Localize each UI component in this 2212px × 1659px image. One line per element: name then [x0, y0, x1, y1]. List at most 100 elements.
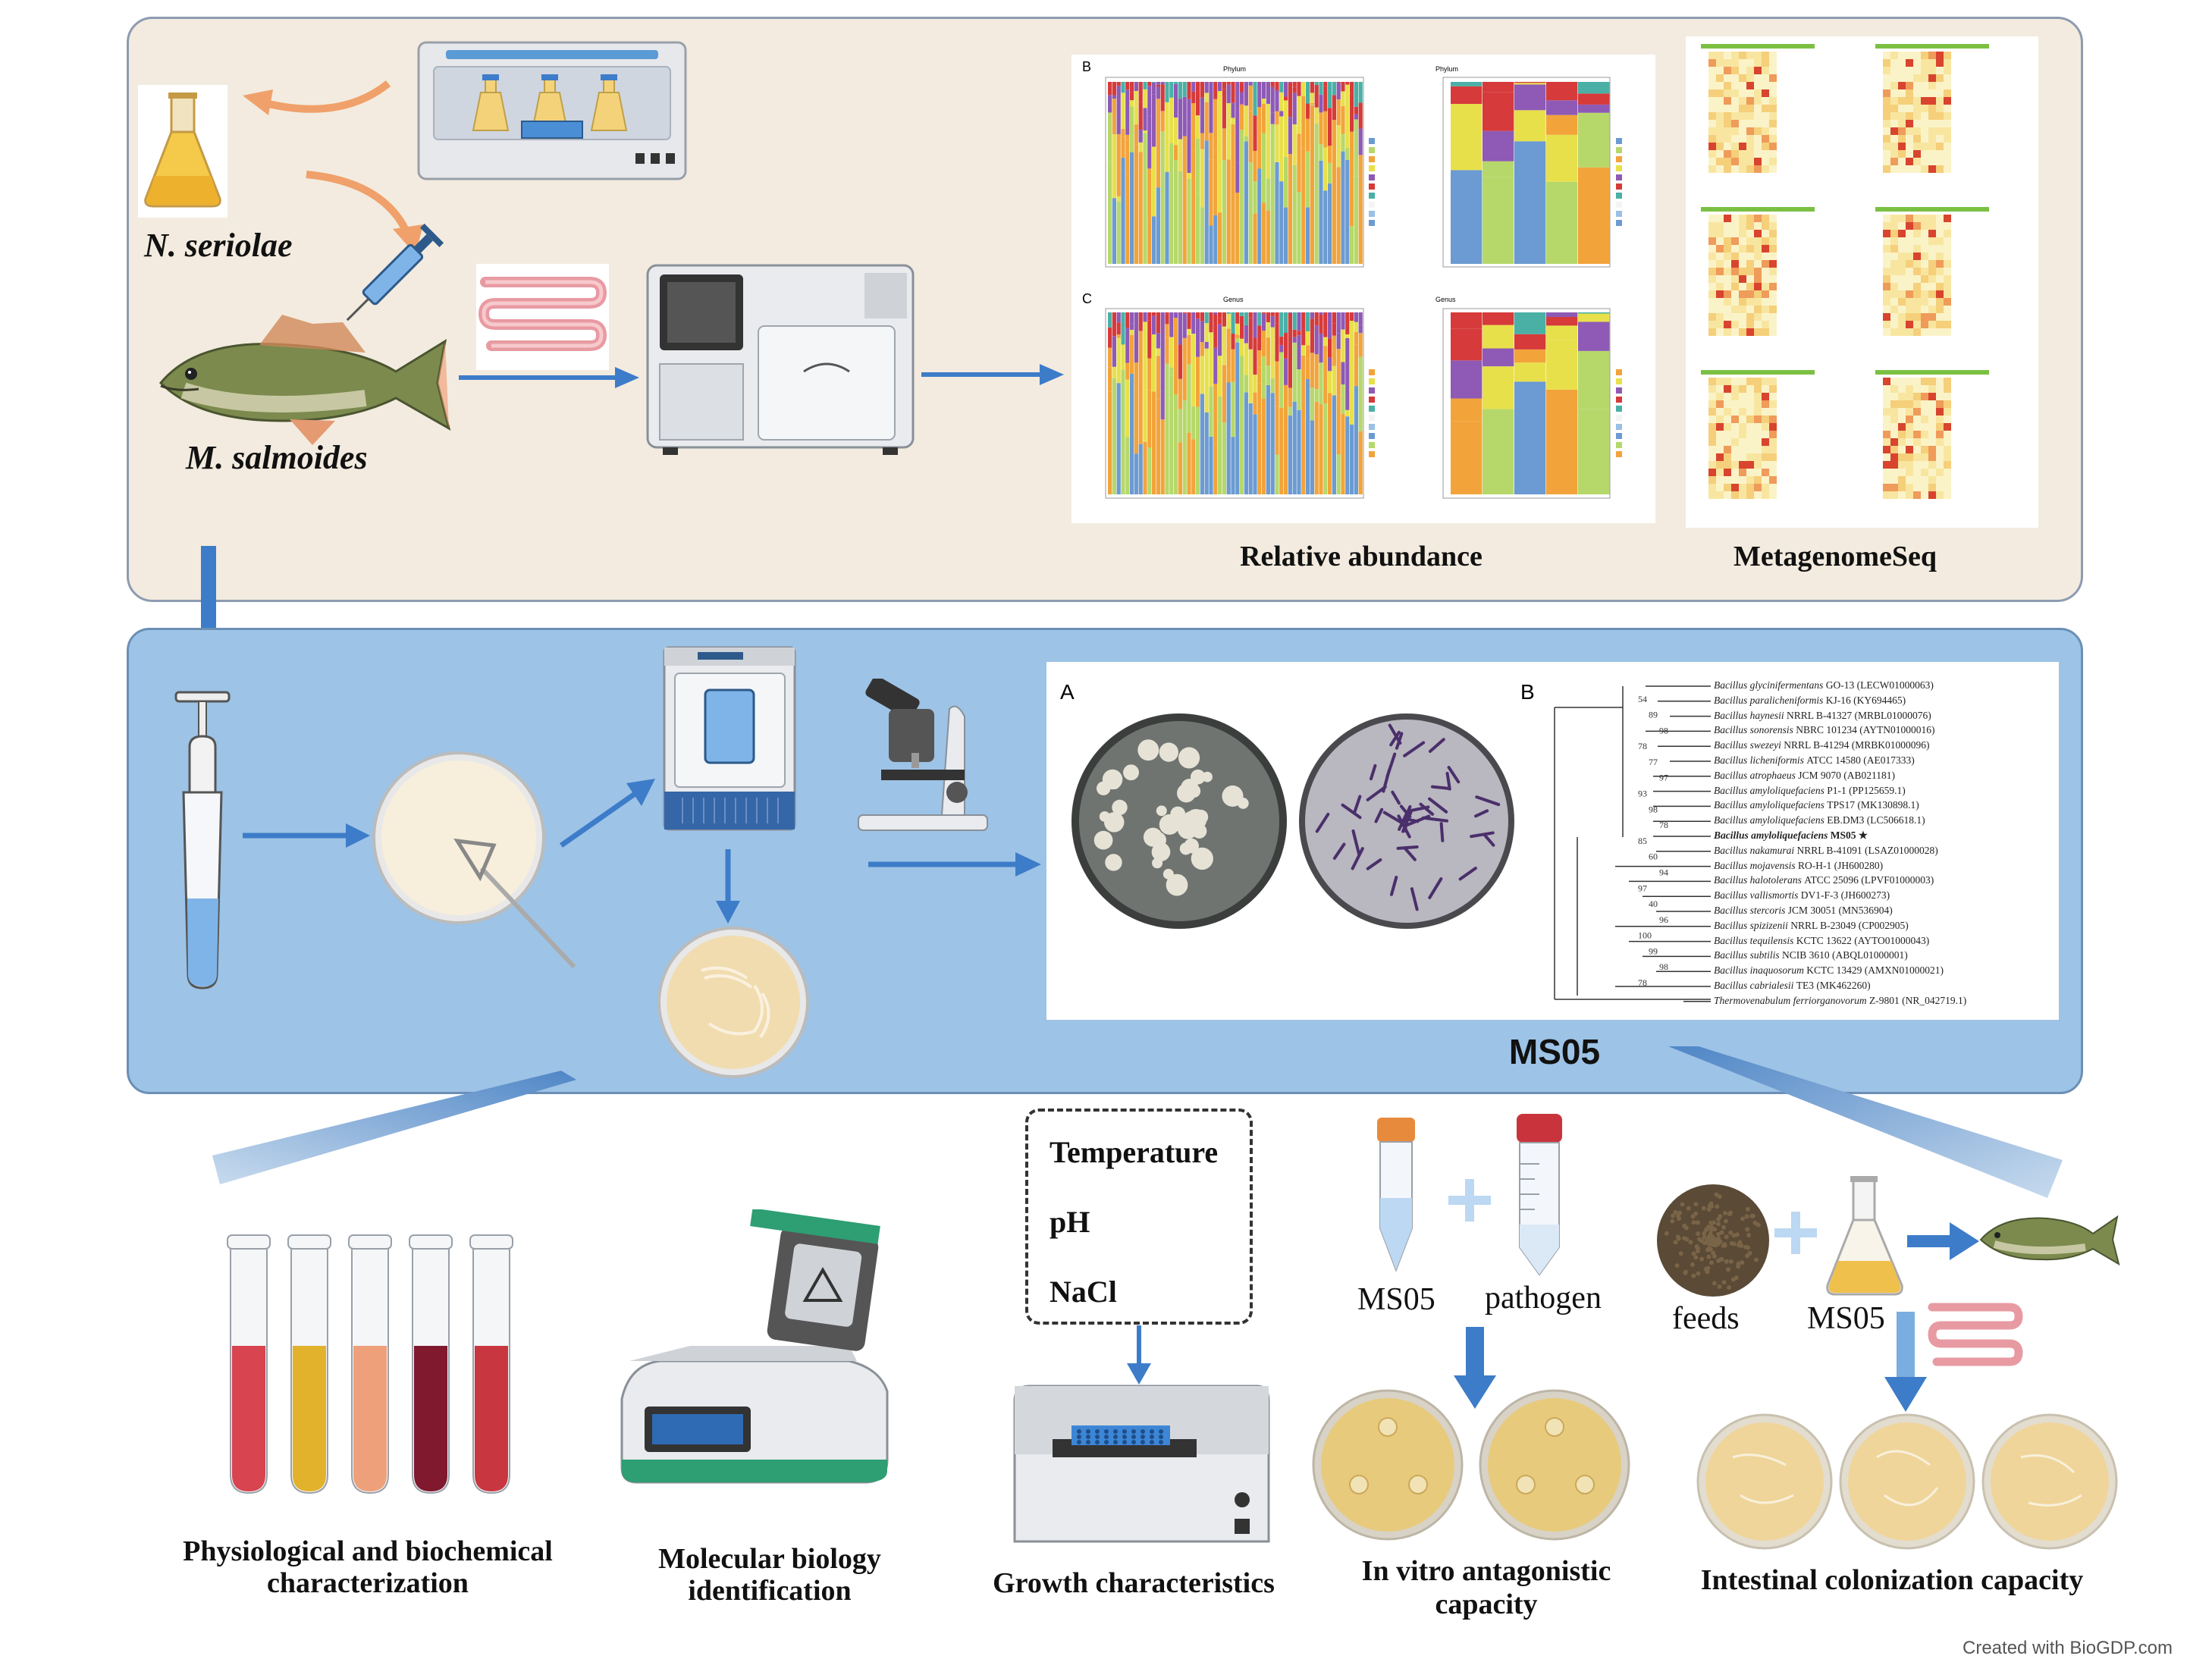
heatmap-cell [1769, 438, 1777, 446]
heatmap-cell [1731, 321, 1739, 328]
phylum-bar [1297, 192, 1301, 264]
colony [1177, 783, 1196, 803]
heatmap-cell [1906, 408, 1913, 416]
genus-bar [1174, 318, 1178, 343]
heatmap-cell [1762, 484, 1769, 491]
genus-bar [1209, 436, 1213, 494]
heatmap-cell [1913, 127, 1921, 135]
heatmap-cell [1928, 416, 1936, 423]
heatmap-cell [1769, 165, 1777, 173]
heatmap-cell [1769, 400, 1777, 408]
heatmap-cell [1769, 393, 1777, 400]
plus-icon-2 [1774, 1212, 1817, 1254]
heatmap-cell [1769, 127, 1777, 135]
phylum-bar [1226, 84, 1231, 104]
heatmap-cell [1708, 423, 1716, 431]
heatmap-cell [1739, 222, 1746, 230]
genus-bar [1191, 439, 1196, 494]
heatmap-cell [1890, 385, 1898, 393]
heatmap-cell [1731, 143, 1739, 150]
phylum-total-bar [1514, 84, 1546, 111]
plate-well [1159, 1435, 1163, 1439]
genus-bar [1209, 386, 1213, 437]
heatmap-cell [1936, 59, 1944, 67]
heatmap-cell [1921, 237, 1928, 245]
taxon-name: Bacillus stercoris [1714, 905, 1788, 916]
heatmap-cell [1708, 298, 1716, 306]
heatmap-cell [1724, 385, 1731, 393]
genus-bar [1319, 404, 1323, 494]
genus-bar [1152, 347, 1156, 392]
feed-pellet [1712, 1253, 1718, 1259]
heatmap-cell [1731, 491, 1739, 499]
heatmap-cell [1936, 230, 1944, 237]
phylum-bar [1297, 82, 1301, 96]
phylum-bar [1204, 93, 1209, 99]
heatmap-cell [1739, 491, 1746, 499]
heatmap-cell [1716, 260, 1724, 268]
phylum-bar [1350, 93, 1354, 132]
genus-bar [1108, 327, 1112, 348]
genus-bar [1323, 403, 1328, 494]
genus-bar [1328, 393, 1332, 494]
phylum-total-bar [1578, 104, 1610, 113]
phylum-bar [1152, 146, 1156, 217]
heatmap-cell [1936, 283, 1944, 290]
taxon-name: Bacillus glycinifermentans [1714, 679, 1826, 691]
taxon-name: Bacillus paralicheniformis [1714, 694, 1826, 706]
phylum-bar [1319, 94, 1323, 113]
genus-bar [1319, 312, 1323, 315]
tree-leaf-label: Bacillus mojavensis RO-H-1 (JH600280) [1714, 860, 1883, 872]
heatmap-cell [1708, 438, 1716, 446]
heatmap-cell [1739, 89, 1746, 97]
feed-pellet [1664, 1231, 1669, 1236]
heatmap-cell [1928, 82, 1936, 89]
phylum-bar [1125, 82, 1130, 90]
heatmap-cell [1898, 52, 1906, 59]
genus-bar [1288, 416, 1292, 494]
heatmap-cell [1739, 461, 1746, 469]
heatmap-cell [1890, 453, 1898, 461]
genus-bar [1204, 341, 1209, 349]
heatmap-cell [1724, 237, 1731, 245]
feed-pellet [1696, 1271, 1701, 1276]
heatmap-cell [1746, 453, 1754, 461]
phylum-bar [1200, 133, 1204, 149]
taxon-strain: ATCC 25096 (LPVF01000003) [1804, 874, 1934, 886]
genus-bar [1284, 384, 1288, 431]
legend-swatch [1616, 406, 1622, 412]
heatmap-cell [1944, 423, 1951, 431]
heatmap-cell [1883, 275, 1890, 283]
heatmap-cell [1944, 89, 1951, 97]
heatmap-cell [1936, 328, 1944, 336]
heatmap-cell [1731, 135, 1739, 143]
bacterial-rod [1341, 803, 1362, 820]
heatmap-cell [1762, 290, 1769, 298]
phylum-bar [1108, 82, 1112, 96]
heatmap-cell [1913, 105, 1921, 112]
plate-reader-icon [1007, 1378, 1272, 1549]
phylum-bar [1121, 93, 1125, 129]
heatmap-cell [1754, 120, 1762, 127]
genus-bar [1332, 395, 1336, 494]
heatmap-cell [1769, 158, 1777, 165]
heatmap-cell [1769, 290, 1777, 298]
heatmap-cell [1898, 260, 1906, 268]
plate-well [1086, 1429, 1090, 1434]
heatmap-cell [1898, 230, 1906, 237]
heatmap-cell [1913, 461, 1921, 469]
heatmap-cell [1898, 158, 1906, 165]
phylum-bar [1116, 201, 1121, 264]
heatmap-cell [1708, 260, 1716, 268]
heatmap-cell [1716, 237, 1724, 245]
genus-bar [1266, 365, 1270, 385]
heatmap-cell [1769, 260, 1777, 268]
genus-bar [1226, 382, 1231, 494]
heatmap-cell [1769, 120, 1777, 127]
heatmap-cell [1936, 245, 1944, 252]
genus-total-bar [1578, 350, 1610, 409]
plate-well [1141, 1435, 1145, 1439]
phylum-bar [1213, 99, 1218, 150]
phylum-bar [1191, 82, 1196, 92]
genus-bar [1323, 346, 1328, 404]
